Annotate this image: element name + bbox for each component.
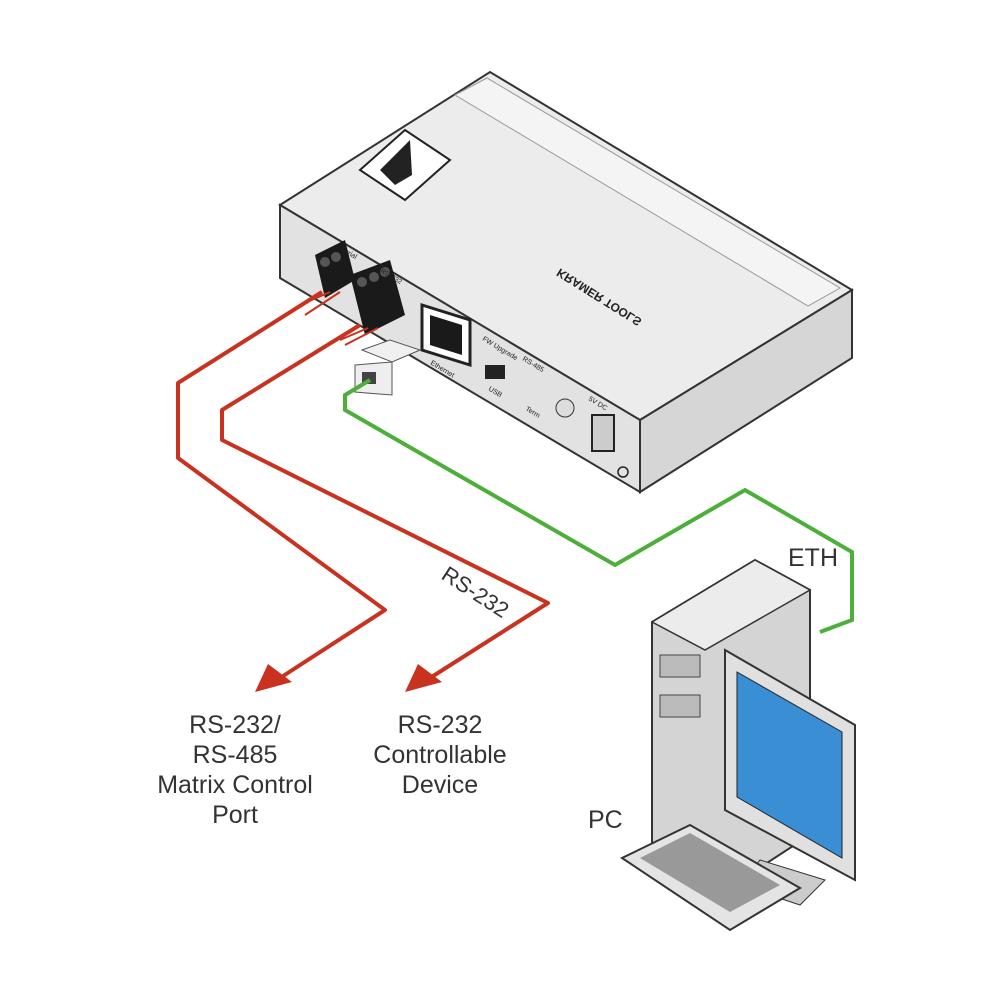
reset-button (555, 398, 575, 418)
rj45-plug (354, 339, 422, 396)
matrix-port-label: RS-232/ RS-485 Matrix Control Port (157, 711, 313, 829)
ethernet-port (420, 302, 472, 368)
serial-terminal-block (315, 240, 405, 335)
arrow-controllable-device (405, 664, 442, 692)
kramer-logo (358, 128, 452, 202)
power-jack (591, 414, 615, 452)
cable-to-controllable-device (220, 323, 550, 680)
controllable-device-label: RS-232 Controllable Device (373, 711, 507, 799)
eth-label: ETH (788, 544, 838, 572)
usb-port (485, 365, 505, 379)
rs232-cable-label: RS-232 (437, 561, 513, 623)
power-icon (617, 466, 629, 478)
pc (619, 558, 856, 932)
arrow-matrix-port (255, 664, 292, 692)
kramer-device: KRAMER TOOLS Serial RS-232 Ethernet FW U… (278, 70, 854, 494)
rs232-cables (176, 290, 550, 680)
monitor-screen (736, 671, 843, 859)
pc-label: PC (588, 806, 623, 834)
eth-cable (343, 378, 854, 634)
cable-to-matrix-port (176, 290, 387, 680)
